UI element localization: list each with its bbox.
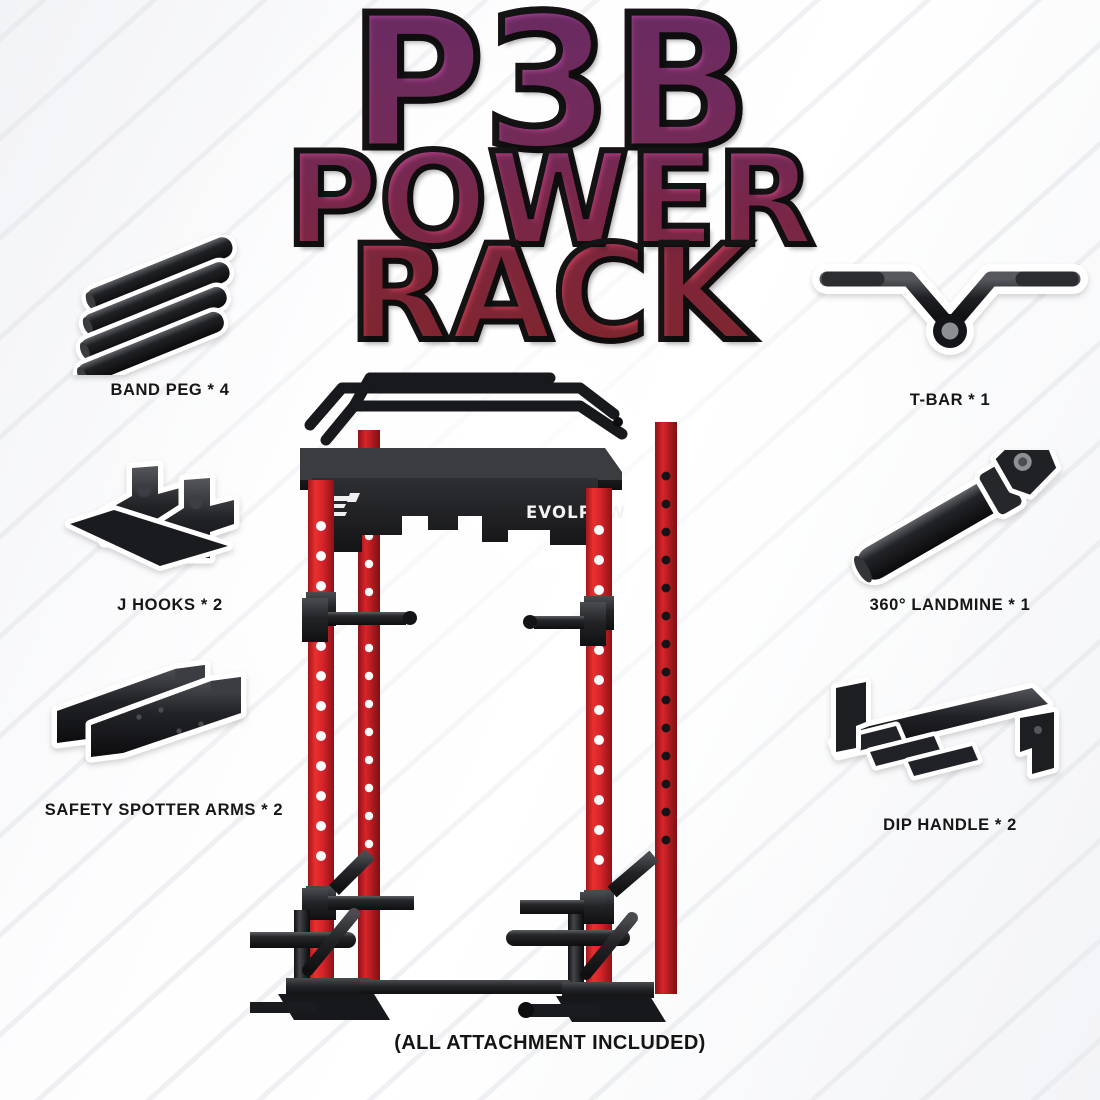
rack-braces bbox=[302, 849, 659, 980]
pull-up-bar-endcap bbox=[613, 417, 623, 427]
all-attachment-included-note: (ALL ATTACHMENT INCLUDED) bbox=[394, 1032, 706, 1054]
rack-rear-uprights bbox=[358, 422, 677, 994]
rack-base bbox=[246, 978, 666, 1022]
pull-up-bar bbox=[304, 372, 628, 446]
attachment-label-band-peg: BAND PEG * 4 bbox=[110, 381, 230, 399]
dip-handle-image bbox=[800, 670, 1100, 810]
mounted-spotter-arm-right bbox=[520, 892, 606, 924]
attachment-landmine: 360° LANDMINE * 1 bbox=[800, 426, 1100, 615]
mounted-j-hook-left bbox=[302, 598, 417, 642]
attachment-label-j-hooks: J HOOKS * 2 bbox=[117, 596, 223, 614]
power-rack-product-image: EVOLPOW bbox=[232, 330, 850, 1030]
j-hooks-image bbox=[20, 450, 320, 590]
base-foot-left bbox=[278, 994, 390, 1020]
band-peg-image bbox=[20, 232, 320, 389]
attachment-label-t-bar: T-BAR * 1 bbox=[909, 391, 991, 409]
attachment-band-peg: BAND PEG * 4 bbox=[20, 232, 320, 400]
t-bar-image bbox=[800, 245, 1100, 385]
attachment-label-safety-spotter-arms: SAFETY SPOTTER ARMS * 2 bbox=[44, 801, 284, 819]
attachment-label-landmine: 360° LANDMINE * 1 bbox=[869, 596, 1031, 614]
attachment-safety-spotter-arms: SAFETY SPOTTER ARMS * 2 bbox=[14, 655, 314, 820]
landmine-image bbox=[800, 426, 1100, 590]
attachment-dip-handle: DIP HANDLE * 2 bbox=[800, 670, 1100, 835]
attachment-label-dip-handle: DIP HANDLE * 2 bbox=[883, 816, 1017, 834]
attachment-t-bar: T-BAR * 1 bbox=[800, 245, 1100, 410]
attachment-j-hooks: J HOOKS * 2 bbox=[20, 450, 320, 615]
mounted-j-hook-right bbox=[523, 602, 606, 646]
base-peg-left bbox=[246, 1002, 318, 1013]
brand-panel: EVOLPOW bbox=[312, 478, 625, 552]
base-peg-right bbox=[522, 1004, 600, 1017]
safety-spotter-arms-image bbox=[14, 655, 314, 795]
